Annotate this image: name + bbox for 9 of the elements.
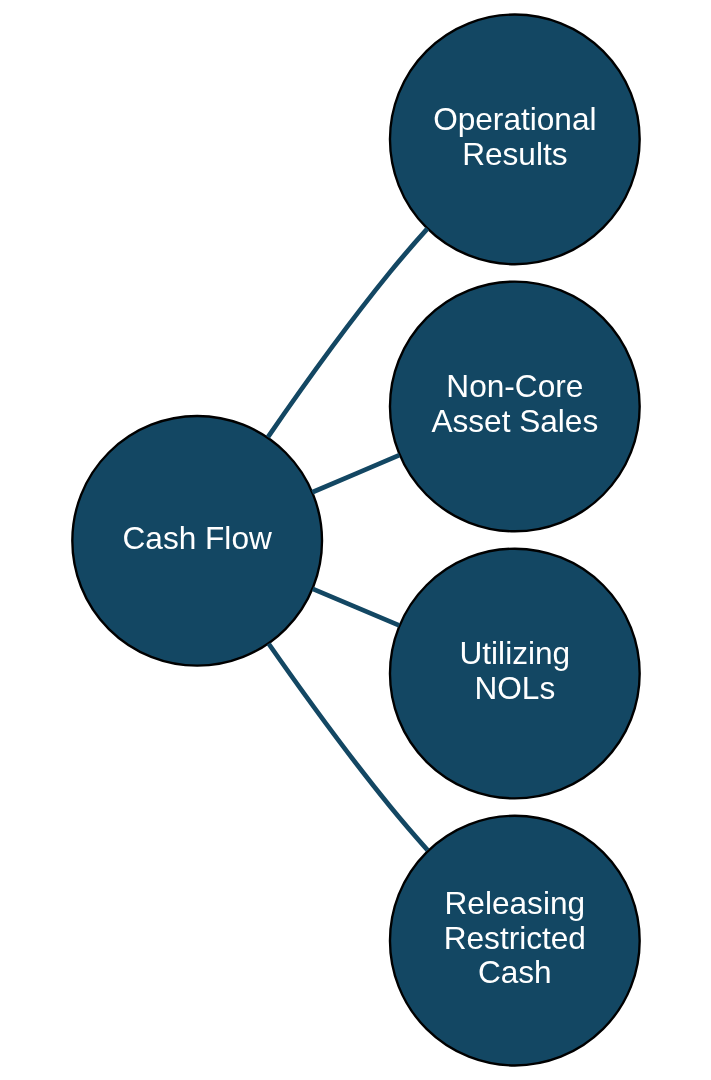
node-circle: Cash Flow	[70, 414, 323, 667]
connector	[266, 642, 429, 852]
node-circle: Operational Results	[388, 13, 641, 266]
connector	[311, 586, 400, 628]
node-circle: Releasing Restricted Cash	[388, 814, 641, 1067]
connector	[310, 452, 400, 495]
connector	[265, 227, 429, 439]
node-circle: Non-Core Asset Sales	[388, 280, 641, 533]
node-circle: Utilizing NOLs	[388, 547, 641, 800]
